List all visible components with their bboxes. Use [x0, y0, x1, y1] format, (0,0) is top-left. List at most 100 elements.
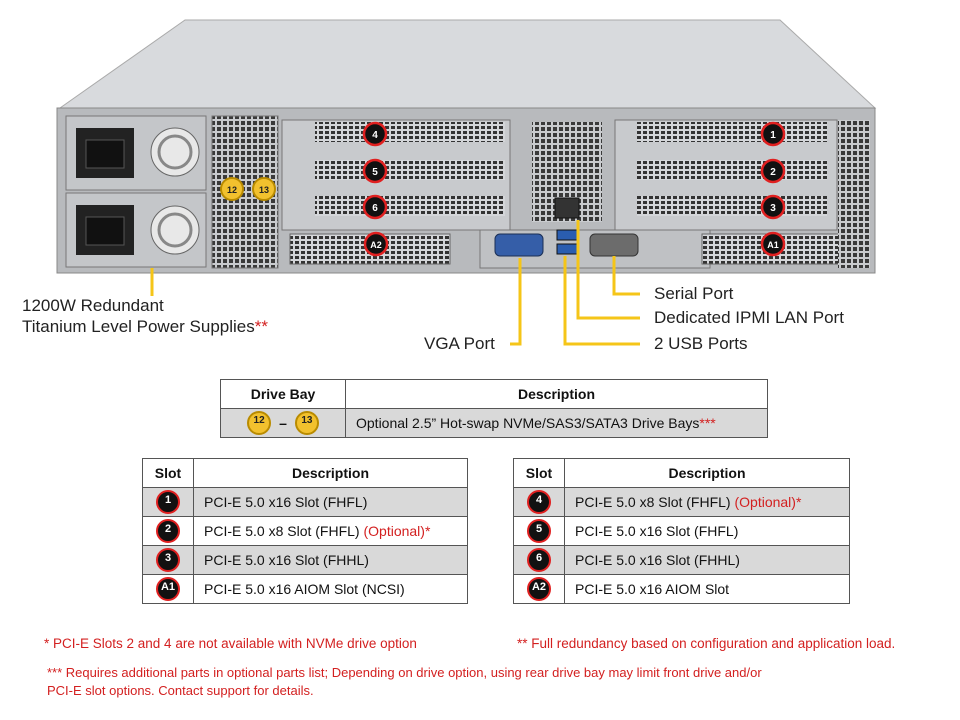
footnote-parts-line2: PCI-E slot options. Contact support for …: [47, 683, 314, 698]
slot-description: PCI-E 5.0 x16 AIOM Slot (NCSI): [193, 574, 468, 604]
psu-callout-mark: **: [254, 317, 268, 336]
slot-desc-text: PCI-E 5.0 x16 Slot (FHHL): [204, 552, 369, 568]
table-row: 2 PCI-E 5.0 x8 Slot (FHFL) (Optional)*: [142, 516, 468, 546]
slot-description: PCI-E 5.0 x8 Slot (FHFL) (Optional)*: [564, 487, 850, 517]
svg-text:5: 5: [372, 167, 378, 178]
badge-bay-13: 13: [252, 177, 276, 201]
svg-text:1: 1: [770, 130, 776, 141]
drive-bay-desc-text: Optional 2.5” Hot-swap NVMe/SAS3/SATA3 D…: [356, 415, 700, 431]
usb-callout: 2 USB Ports: [654, 334, 748, 353]
slot-badge: 3: [156, 548, 180, 572]
slot-badge: 6: [527, 548, 551, 572]
range-dash: –: [279, 415, 287, 431]
slot-header: Slot: [513, 458, 565, 488]
vga-callout-line: [510, 258, 522, 346]
psu-callout-line2: Titanium Level Power Supplies**: [22, 316, 268, 337]
footnote-redundancy: ** Full redundancy based on configuratio…: [517, 636, 896, 651]
badge-bay-13-legend: 13: [294, 411, 319, 435]
psu-callout-line1: 1200W Redundant: [22, 296, 164, 315]
description-header: Description: [193, 458, 468, 488]
slot-desc-text: PCI-E 5.0 x8 Slot (FHFL): [575, 494, 735, 510]
vga-callout: VGA Port: [424, 334, 495, 353]
badge-bay-12: 12: [220, 177, 244, 201]
slot-description: PCI-E 5.0 x16 Slot (FHFL): [193, 487, 468, 517]
table-row: 12–13 Optional 2.5” Hot-swap NVMe/SAS3/S…: [220, 408, 768, 438]
ipmi-callout: Dedicated IPMI LAN Port: [654, 308, 844, 327]
svg-text:12: 12: [227, 185, 237, 195]
slot-cell: 5: [513, 516, 565, 546]
usb-port-2: [556, 243, 580, 255]
slot-desc-text: PCI-E 5.0 x8 Slot (FHFL): [204, 523, 364, 539]
drive-bay-desc-mark: ***: [699, 415, 716, 431]
slot-badge: A2: [527, 577, 551, 601]
power-supply-bottom: [65, 192, 207, 268]
slot-desc-optional: (Optional)*: [734, 494, 802, 510]
drive-bay-table: Drive Bay Description 12–13 Optional 2.5…: [220, 379, 768, 438]
slot-description: PCI-E 5.0 x8 Slot (FHFL) (Optional)*: [193, 516, 468, 546]
table-row: A2 PCI-E 5.0 x16 AIOM Slot: [513, 574, 850, 604]
description-header: Description: [564, 458, 850, 488]
svg-text:A2: A2: [370, 240, 382, 250]
badge-slot-a2: A2: [363, 231, 389, 257]
svg-text:3: 3: [770, 203, 776, 214]
svg-text:2: 2: [770, 167, 776, 178]
slot-desc-text: PCI-E 5.0 x16 AIOM Slot: [575, 581, 730, 597]
svg-text:13: 13: [259, 185, 269, 195]
svg-text:6: 6: [372, 203, 378, 214]
usb-callout-line: [563, 256, 640, 346]
badge-bay-12-legend: 12: [247, 411, 272, 435]
ipmi-callout-line: [576, 220, 640, 320]
table-row: 3 PCI-E 5.0 x16 Slot (FHHL): [142, 545, 468, 575]
slot-badge: 5: [527, 519, 551, 543]
slot-header: Slot: [142, 458, 194, 488]
slot-description: PCI-E 5.0 x16 AIOM Slot: [564, 574, 850, 604]
ipmi-lan-port: [554, 197, 580, 219]
badge-slot-4: 4: [362, 121, 388, 147]
slot-cell: 3: [142, 545, 194, 575]
footnote-parts-line1: *** Requires additional parts in optiona…: [47, 665, 762, 680]
power-supply-top: [65, 115, 207, 191]
slot-badge: A1: [156, 577, 180, 601]
table-row: 1 PCI-E 5.0 x16 Slot (FHFL): [142, 487, 468, 517]
serial-callout: Serial Port: [654, 284, 734, 303]
callout-lines: [150, 220, 640, 346]
slot-description: PCI-E 5.0 x16 Slot (FHHL): [193, 545, 468, 575]
slot-cell: A2: [513, 574, 565, 604]
slot-cell: A1: [142, 574, 194, 604]
table-row: 5 PCI-E 5.0 x16 Slot (FHFL): [513, 516, 850, 546]
slot-cell: 1: [142, 487, 194, 517]
table-row: 6 PCI-E 5.0 x16 Slot (FHHL): [513, 545, 850, 575]
table-row: A1 PCI-E 5.0 x16 AIOM Slot (NCSI): [142, 574, 468, 604]
footnote-nvme: * PCI-E Slots 2 and 4 are not available …: [44, 636, 417, 651]
table-row: 4 PCI-E 5.0 x8 Slot (FHFL) (Optional)*: [513, 487, 850, 517]
slot-desc-text: PCI-E 5.0 x16 Slot (FHHL): [575, 552, 740, 568]
slot-cell: 4: [513, 487, 565, 517]
badge-slot-6: 6: [362, 194, 388, 220]
chassis-top: [58, 19, 877, 109]
slot-badge: 4: [527, 490, 551, 514]
slot-cell: 6: [513, 545, 565, 575]
slot-table-right: Slot Description 4 PCI-E 5.0 x8 Slot (FH…: [513, 458, 850, 604]
svg-text:A1: A1: [767, 240, 779, 250]
drive-bay-header: Drive Bay: [220, 379, 346, 409]
badge-slot-a1: A1: [760, 231, 786, 257]
server-rear-diagram: 4 5 6 A2 1 2 3 A1 12 13: [56, 19, 877, 346]
slot-description: PCI-E 5.0 x16 Slot (FHFL): [564, 516, 850, 546]
drive-desc-header: Description: [345, 379, 768, 409]
right-edge-vent: [838, 120, 870, 268]
slot-desc-text: PCI-E 5.0 x16 Slot (FHFL): [575, 523, 739, 539]
badge-slot-1: 1: [760, 121, 786, 147]
badge-slot-2: 2: [760, 158, 786, 184]
serial-callout-line: [612, 256, 640, 296]
vga-port: [494, 233, 544, 257]
psu-callout: 1200W Redundant Titanium Level Power Sup…: [22, 295, 268, 337]
psu-callout-text: Titanium Level Power Supplies: [22, 317, 255, 336]
drive-bay-range: 12–13: [220, 408, 346, 438]
slot-description: PCI-E 5.0 x16 Slot (FHHL): [564, 545, 850, 575]
slot-desc-text: PCI-E 5.0 x16 AIOM Slot (NCSI): [204, 581, 405, 597]
badge-slot-5: 5: [362, 158, 388, 184]
slot-table-left: Slot Description 1 PCI-E 5.0 x16 Slot (F…: [142, 458, 468, 604]
badge-slot-3: 3: [760, 194, 786, 220]
svg-text:4: 4: [372, 130, 378, 141]
slot-badge: 1: [156, 490, 180, 514]
